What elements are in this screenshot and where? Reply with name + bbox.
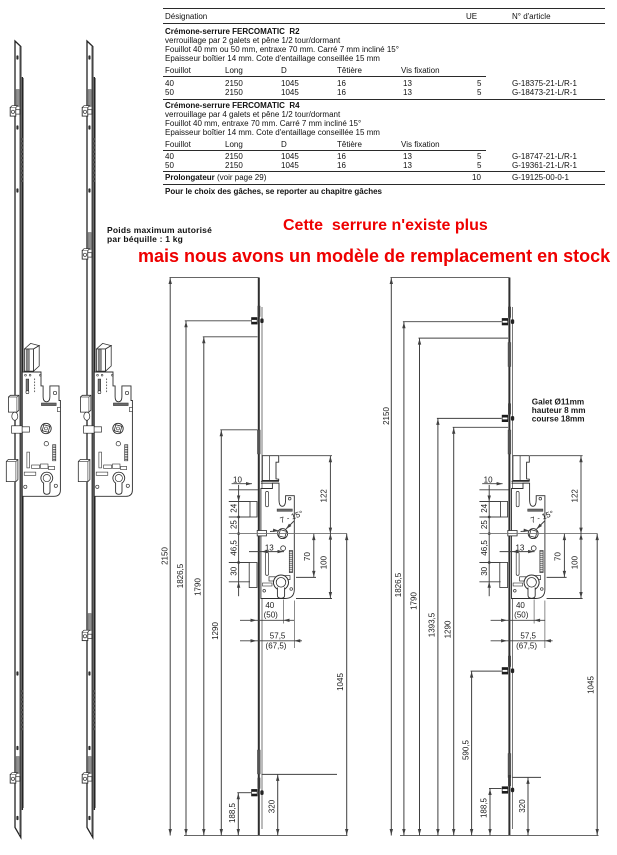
- svg-text:24: 24: [229, 503, 238, 512]
- svg-text:course 18mm: course 18mm: [532, 415, 585, 424]
- svg-text:320: 320: [268, 799, 277, 813]
- svg-text:122: 122: [320, 489, 329, 503]
- svg-text:46,5: 46,5: [480, 540, 489, 556]
- svg-text:1045: 1045: [336, 673, 345, 691]
- svg-text:70: 70: [303, 552, 312, 561]
- svg-text:25: 25: [480, 520, 489, 529]
- svg-text:320: 320: [518, 799, 527, 813]
- svg-text:1826,5: 1826,5: [176, 563, 185, 588]
- svg-text:25: 25: [229, 520, 238, 529]
- svg-text:1290: 1290: [211, 622, 220, 640]
- svg-text:1826,5: 1826,5: [394, 572, 403, 597]
- svg-text:30: 30: [229, 566, 238, 575]
- svg-text:(67,5): (67,5): [266, 641, 287, 650]
- svg-text:30: 30: [480, 566, 489, 575]
- svg-text:1045: 1045: [587, 676, 596, 694]
- svg-text:590,5: 590,5: [461, 739, 470, 760]
- svg-text:100: 100: [320, 555, 329, 569]
- svg-text:hauteur 8 mm: hauteur 8 mm: [532, 406, 586, 415]
- svg-text:1790: 1790: [410, 592, 419, 610]
- svg-text:1393,5: 1393,5: [428, 612, 437, 637]
- svg-text:10: 10: [484, 475, 493, 484]
- svg-text:100: 100: [570, 555, 579, 569]
- svg-text:188,5: 188,5: [228, 802, 237, 823]
- svg-text:40: 40: [516, 601, 525, 610]
- svg-text:13: 13: [265, 544, 274, 553]
- svg-text:10: 10: [233, 475, 242, 484]
- svg-text:1790: 1790: [194, 578, 203, 596]
- svg-text:(50): (50): [514, 611, 529, 620]
- svg-text:2150: 2150: [382, 407, 391, 425]
- svg-text:13: 13: [515, 544, 524, 553]
- svg-text:2150: 2150: [161, 547, 170, 565]
- svg-text:122: 122: [570, 489, 579, 503]
- svg-text:(50): (50): [264, 611, 279, 620]
- svg-text:57,5: 57,5: [270, 631, 286, 640]
- svg-text:40: 40: [265, 601, 274, 610]
- svg-text:1290: 1290: [443, 620, 452, 638]
- svg-text:(67,5): (67,5): [516, 641, 537, 650]
- svg-text:Galet Ø11mm: Galet Ø11mm: [532, 397, 584, 406]
- svg-text:46,5: 46,5: [229, 540, 238, 556]
- svg-text:70: 70: [554, 552, 563, 561]
- svg-text:57,5: 57,5: [520, 631, 536, 640]
- svg-text:24: 24: [480, 503, 489, 512]
- svg-text:188,5: 188,5: [480, 797, 489, 818]
